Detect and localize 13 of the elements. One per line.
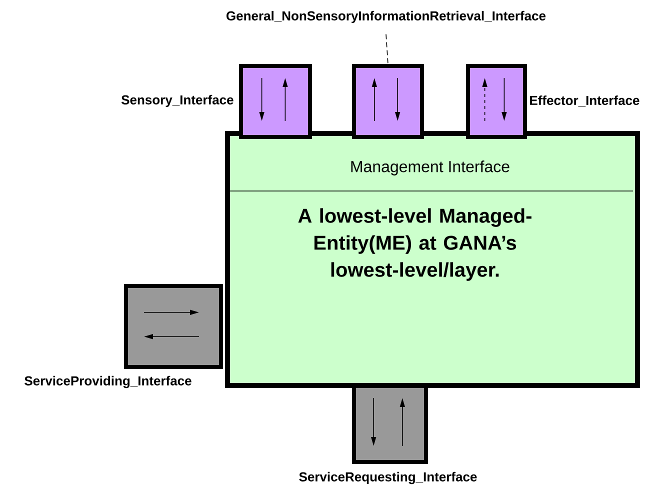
interface-label: General_NonSensoryInformationRetrieval_Interface [226,10,546,24]
heading: Management Interface [351,160,510,176]
port-box [466,64,527,139]
port-label: ServiceProviding_Interface [24,376,192,388]
body-text: A lowest-level Managed-Entity(ME) at GANA’s lowest-level/layer. [298,208,532,281]
port-box [239,64,312,139]
leader-line [386,34,388,64]
port-label: Sensory_Interface [121,94,234,108]
port-label: Effector_Interface [530,95,640,106]
port-box [352,64,424,139]
port-box [124,284,223,369]
port-label: ServiceRequesting_Interface [299,472,477,484]
entity-box [225,131,640,388]
